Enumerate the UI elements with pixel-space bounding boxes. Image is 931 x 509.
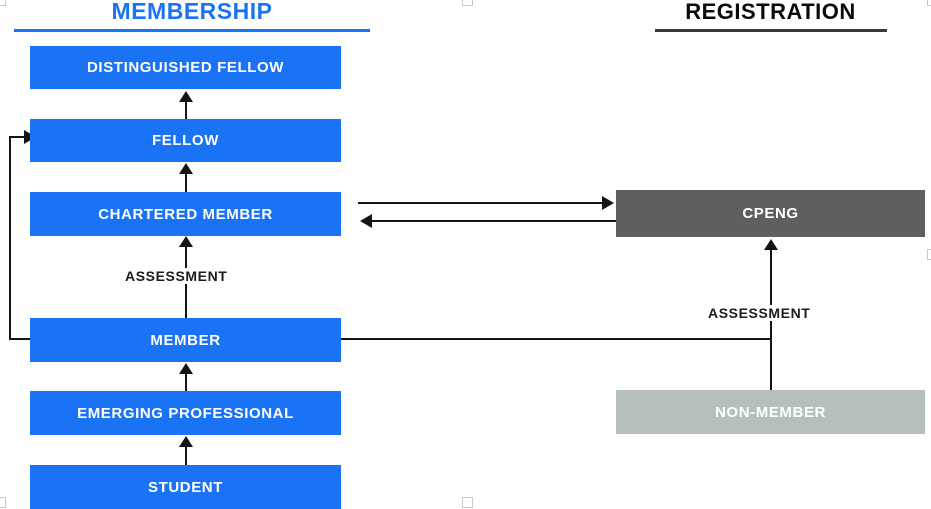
connector-fellow-to-distinguished xyxy=(185,98,187,120)
node-label: STUDENT xyxy=(147,478,224,496)
registration-column-title: REGISTRATION xyxy=(685,0,856,24)
connector-chartered-to-cpeng xyxy=(358,202,606,204)
crop-mark-top-left xyxy=(0,0,6,6)
membership-column-title: MEMBERSHIP xyxy=(111,0,273,24)
node-label: CPENG xyxy=(742,205,799,222)
loop-member-left-stub xyxy=(9,338,31,340)
connector-member-to-registration xyxy=(341,338,772,340)
connector-student-to-emerging xyxy=(185,443,187,465)
node-cpeng[interactable]: CPENG xyxy=(616,190,925,237)
node-label: DISTINGUISHED FELLOW xyxy=(87,59,284,76)
crop-mark-top-center xyxy=(462,0,473,6)
arrow-student-to-emerging xyxy=(179,436,193,447)
node-member[interactable]: MEMBER xyxy=(30,318,341,362)
node-label: MEMBER xyxy=(150,331,221,349)
registration-assessment-label: ASSESSMENT xyxy=(705,305,814,321)
membership-assessment-label: ASSESSMENT xyxy=(122,268,231,284)
loop-into-fellow xyxy=(9,136,31,138)
arrow-chartered-to-fellow xyxy=(179,163,193,174)
arrow-chartered-to-cpeng xyxy=(602,196,614,210)
node-non-member[interactable]: NON-MEMBER xyxy=(616,390,925,434)
crop-mark-right-center xyxy=(927,249,931,260)
node-distinguished-fellow[interactable]: DISTINGUISHED FELLOW xyxy=(30,46,341,89)
arrow-fellow-to-distinguished xyxy=(179,91,193,102)
node-student[interactable]: STUDENT xyxy=(30,465,341,509)
node-label: FELLOW xyxy=(152,132,219,149)
arrow-member-to-chartered xyxy=(179,236,193,247)
connector-cpeng-to-chartered xyxy=(370,220,616,222)
connector-chartered-to-fellow xyxy=(185,170,187,192)
loop-left-riser xyxy=(9,136,11,340)
arrow-cpeng-to-chartered xyxy=(360,214,372,228)
membership-title-rule xyxy=(14,29,370,32)
node-label: CHARTERED MEMBER xyxy=(98,205,273,223)
node-emerging-professional[interactable]: EMERGING PROFESSIONAL xyxy=(30,391,341,435)
crop-mark-bottom-left xyxy=(0,497,6,508)
node-fellow[interactable]: FELLOW xyxy=(30,119,341,162)
node-label: EMERGING PROFESSIONAL xyxy=(77,404,294,422)
connector-emerging-to-member xyxy=(185,370,187,392)
node-chartered-member[interactable]: CHARTERED MEMBER xyxy=(30,192,341,236)
arrow-emerging-to-member xyxy=(179,363,193,374)
arrow-nonmember-to-cpeng xyxy=(764,239,778,250)
crop-mark-bottom-center xyxy=(462,497,473,508)
node-label: NON-MEMBER xyxy=(715,403,826,421)
registration-title-rule xyxy=(655,29,887,32)
crop-mark-top-right xyxy=(927,0,931,6)
